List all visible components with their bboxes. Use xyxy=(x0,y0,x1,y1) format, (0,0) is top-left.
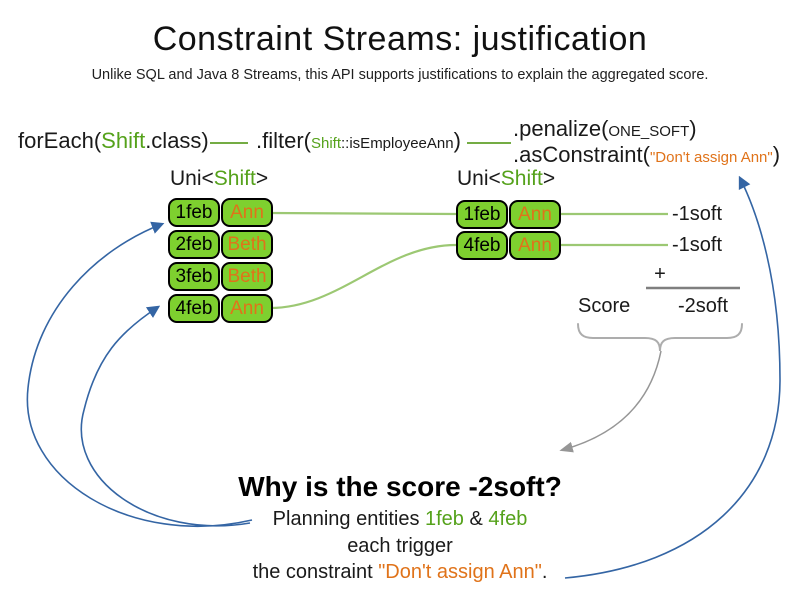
employee-cell: Beth xyxy=(221,262,273,291)
filtered-row-4feb: 4feb Ann xyxy=(456,231,561,260)
explanation-line3-pre: the constraint xyxy=(252,561,379,583)
code-filter-post: ) xyxy=(453,128,461,153)
code-penalize-pre: .penalize( xyxy=(513,116,609,141)
date-cell: 1feb xyxy=(168,198,220,227)
score-plus-sign: + xyxy=(654,263,666,285)
header-left-post: > xyxy=(255,167,269,190)
code-penalize-arg: ONE_SOFT xyxy=(608,123,690,140)
header-right-post: > xyxy=(542,167,556,190)
shift-row-2feb: 2feb Beth xyxy=(168,230,273,259)
score-value: -2soft xyxy=(678,295,729,317)
explanation-line3-post: . xyxy=(541,561,548,583)
code-penalize: .penalize(ONE_SOFT) xyxy=(513,116,697,142)
code-penalize-post: ) xyxy=(689,116,697,141)
gray-arrow-score-to-explanation xyxy=(559,350,662,453)
header-left-type: Shift xyxy=(213,167,256,190)
shift-row-1feb: 1feb Ann xyxy=(168,198,273,227)
code-foreach-pre: forEach( xyxy=(18,128,102,153)
code-filter: .filter(Shift::isEmployeeAnn) xyxy=(256,128,461,154)
explanation-constraint-name: "Don't assign Ann" xyxy=(378,561,542,583)
explanation-entity-4feb: 4feb xyxy=(488,508,528,530)
code-foreach-post: .class) xyxy=(145,128,209,153)
shift-row-3feb: 3feb Beth xyxy=(168,262,273,291)
blue-arrow-to-4feb xyxy=(80,305,251,527)
explanation-line3: the constraint "Don't assign Ann". xyxy=(0,561,800,584)
explanation-heading: Why is the score -2soft? xyxy=(238,471,562,502)
code-asconstraint-post: ) xyxy=(772,142,781,167)
explanation-line1-mid: & xyxy=(463,508,489,530)
employee-cell: Ann xyxy=(509,231,561,260)
code-asconstraint: .asConstraint("Don't assign Ann") xyxy=(513,142,780,168)
date-cell: 2feb xyxy=(168,230,220,259)
underbrace-icon xyxy=(577,323,743,352)
code-foreach: forEach(Shift.class) xyxy=(18,128,209,154)
stream-header-right: Uni<Shift> xyxy=(457,167,555,191)
slide-title: Constraint Streams: justification xyxy=(152,20,648,58)
explanation-line1-pre: Planning entities xyxy=(272,508,425,530)
date-cell: 1feb xyxy=(456,200,508,229)
explanation-entity-1feb: 1feb xyxy=(425,508,464,530)
code-filter-method: ::isEmployeeAnn xyxy=(341,135,454,152)
stream-header-left: Uni<Shift> xyxy=(170,167,268,191)
employee-cell: Ann xyxy=(221,198,273,227)
code-asconstraint-pre: .asConstraint( xyxy=(513,142,650,167)
code-foreach-class: Shift xyxy=(101,128,146,153)
blue-arrow-to-asconstraint xyxy=(564,175,781,579)
employee-cell: Ann xyxy=(221,294,273,323)
code-filter-pre: .filter( xyxy=(256,128,311,153)
header-left-pre: Uni< xyxy=(170,167,214,190)
slide-subtitle: Unlike SQL and Java 8 Streams, this API … xyxy=(91,67,709,83)
employee-cell: Ann xyxy=(509,200,561,229)
explanation-line1: Planning entities 1feb & 4feb xyxy=(0,508,800,531)
connector-1feb-to-1feb xyxy=(269,211,457,216)
connector-4feb-to-4feb xyxy=(269,243,457,310)
shift-row-4feb: 4feb Ann xyxy=(168,294,273,323)
employee-cell: Beth xyxy=(221,230,273,259)
date-cell: 4feb xyxy=(456,231,508,260)
code-filter-class: Shift xyxy=(311,135,342,152)
penalty-label: -1soft xyxy=(672,203,723,225)
code-asconstraint-arg: "Don't assign Ann" xyxy=(649,149,773,166)
header-right-type: Shift xyxy=(500,167,543,190)
penalty-label: -1soft xyxy=(672,234,723,256)
score-label: Score xyxy=(578,295,631,317)
explanation-line2: each trigger xyxy=(347,535,453,557)
filtered-row-1feb: 1feb Ann xyxy=(456,200,561,229)
blue-arrow-to-1feb xyxy=(26,221,253,528)
date-cell: 3feb xyxy=(168,262,220,291)
header-right-pre: Uni< xyxy=(457,167,501,190)
date-cell: 4feb xyxy=(168,294,220,323)
